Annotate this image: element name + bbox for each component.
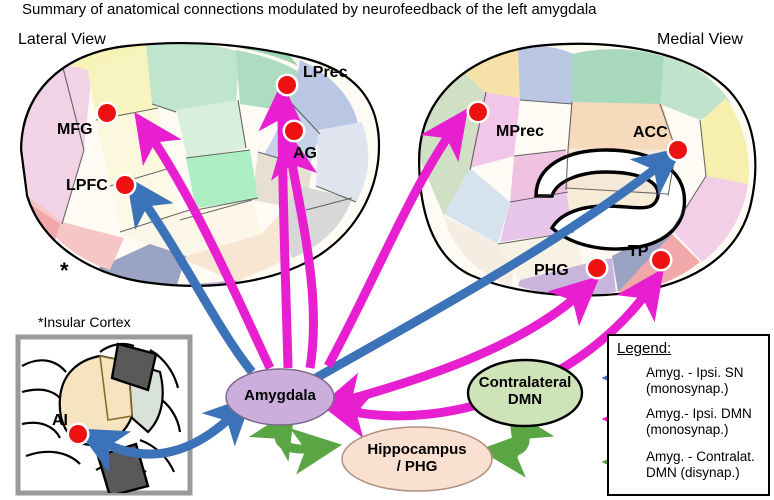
- lateral-view-label: Lateral View: [18, 31, 106, 48]
- legend-item-ipsi-sn-line1: Amyg. - Ipsi. SN: [646, 365, 744, 380]
- node-label-ai: AI: [52, 412, 68, 429]
- insular-cortex-inset: [15, 334, 193, 496]
- node-label-mfg: MFG: [57, 121, 93, 138]
- ellipse-hippocampus-phg: [341, 426, 493, 492]
- legend-item-ipsi-dmn-line2: (monosynap.): [646, 422, 729, 437]
- legend-box: [607, 334, 770, 496]
- connection-amygdala-lpfc: [126, 176, 256, 375]
- ellipse-label-amygdala: Amygdala: [244, 387, 316, 404]
- connection-hippocampus-contradmn: [478, 407, 555, 478]
- node-label-phg: PHG: [534, 262, 569, 279]
- node-label-lpfc: LPFC: [66, 177, 108, 194]
- ellipse-amygdala: [225, 368, 335, 426]
- legend-item-ipsi-dmn-line1: Amyg.- Ipsi. DMN: [646, 406, 752, 421]
- node-label-mprec: MPrec: [496, 123, 545, 140]
- node-label-tp: TP: [628, 243, 649, 260]
- connection-amygdala-ag: [271, 128, 318, 369]
- inset-title: *Insular Cortex: [38, 314, 131, 330]
- legend-item-contra-dmn-line2: DMN (disynap.): [646, 465, 740, 480]
- lateral-asterisk: *: [60, 258, 69, 283]
- figure-title: Summary of anatomical connections modula…: [22, 1, 597, 18]
- ellipse-label-hippocampus-phg: Hippocampus / PHG: [367, 441, 467, 475]
- legend-title: Legend:: [617, 340, 672, 357]
- node-label-acc: ACC: [633, 124, 668, 141]
- connection-amygdala-ai: [76, 394, 254, 473]
- ellipse-contralateral-dmn: [466, 358, 584, 428]
- medial-view-label: Medial View: [657, 31, 743, 48]
- ellipse-label-contralateral-dmn: Contralateral DMN: [478, 374, 572, 408]
- connection-amygdala-hippocampus: [248, 407, 343, 475]
- node-label-ag: AG: [293, 145, 317, 162]
- legend-item-contra-dmn-line1: Amyg. - Contralat.: [646, 449, 755, 464]
- node-label-lprec: LPrec: [303, 64, 348, 81]
- legend-item-ipsi-sn-line2: (monosynap.): [646, 381, 729, 396]
- connection-amygdala-mfg: [134, 111, 275, 370]
- region-markers: [66, 73, 690, 446]
